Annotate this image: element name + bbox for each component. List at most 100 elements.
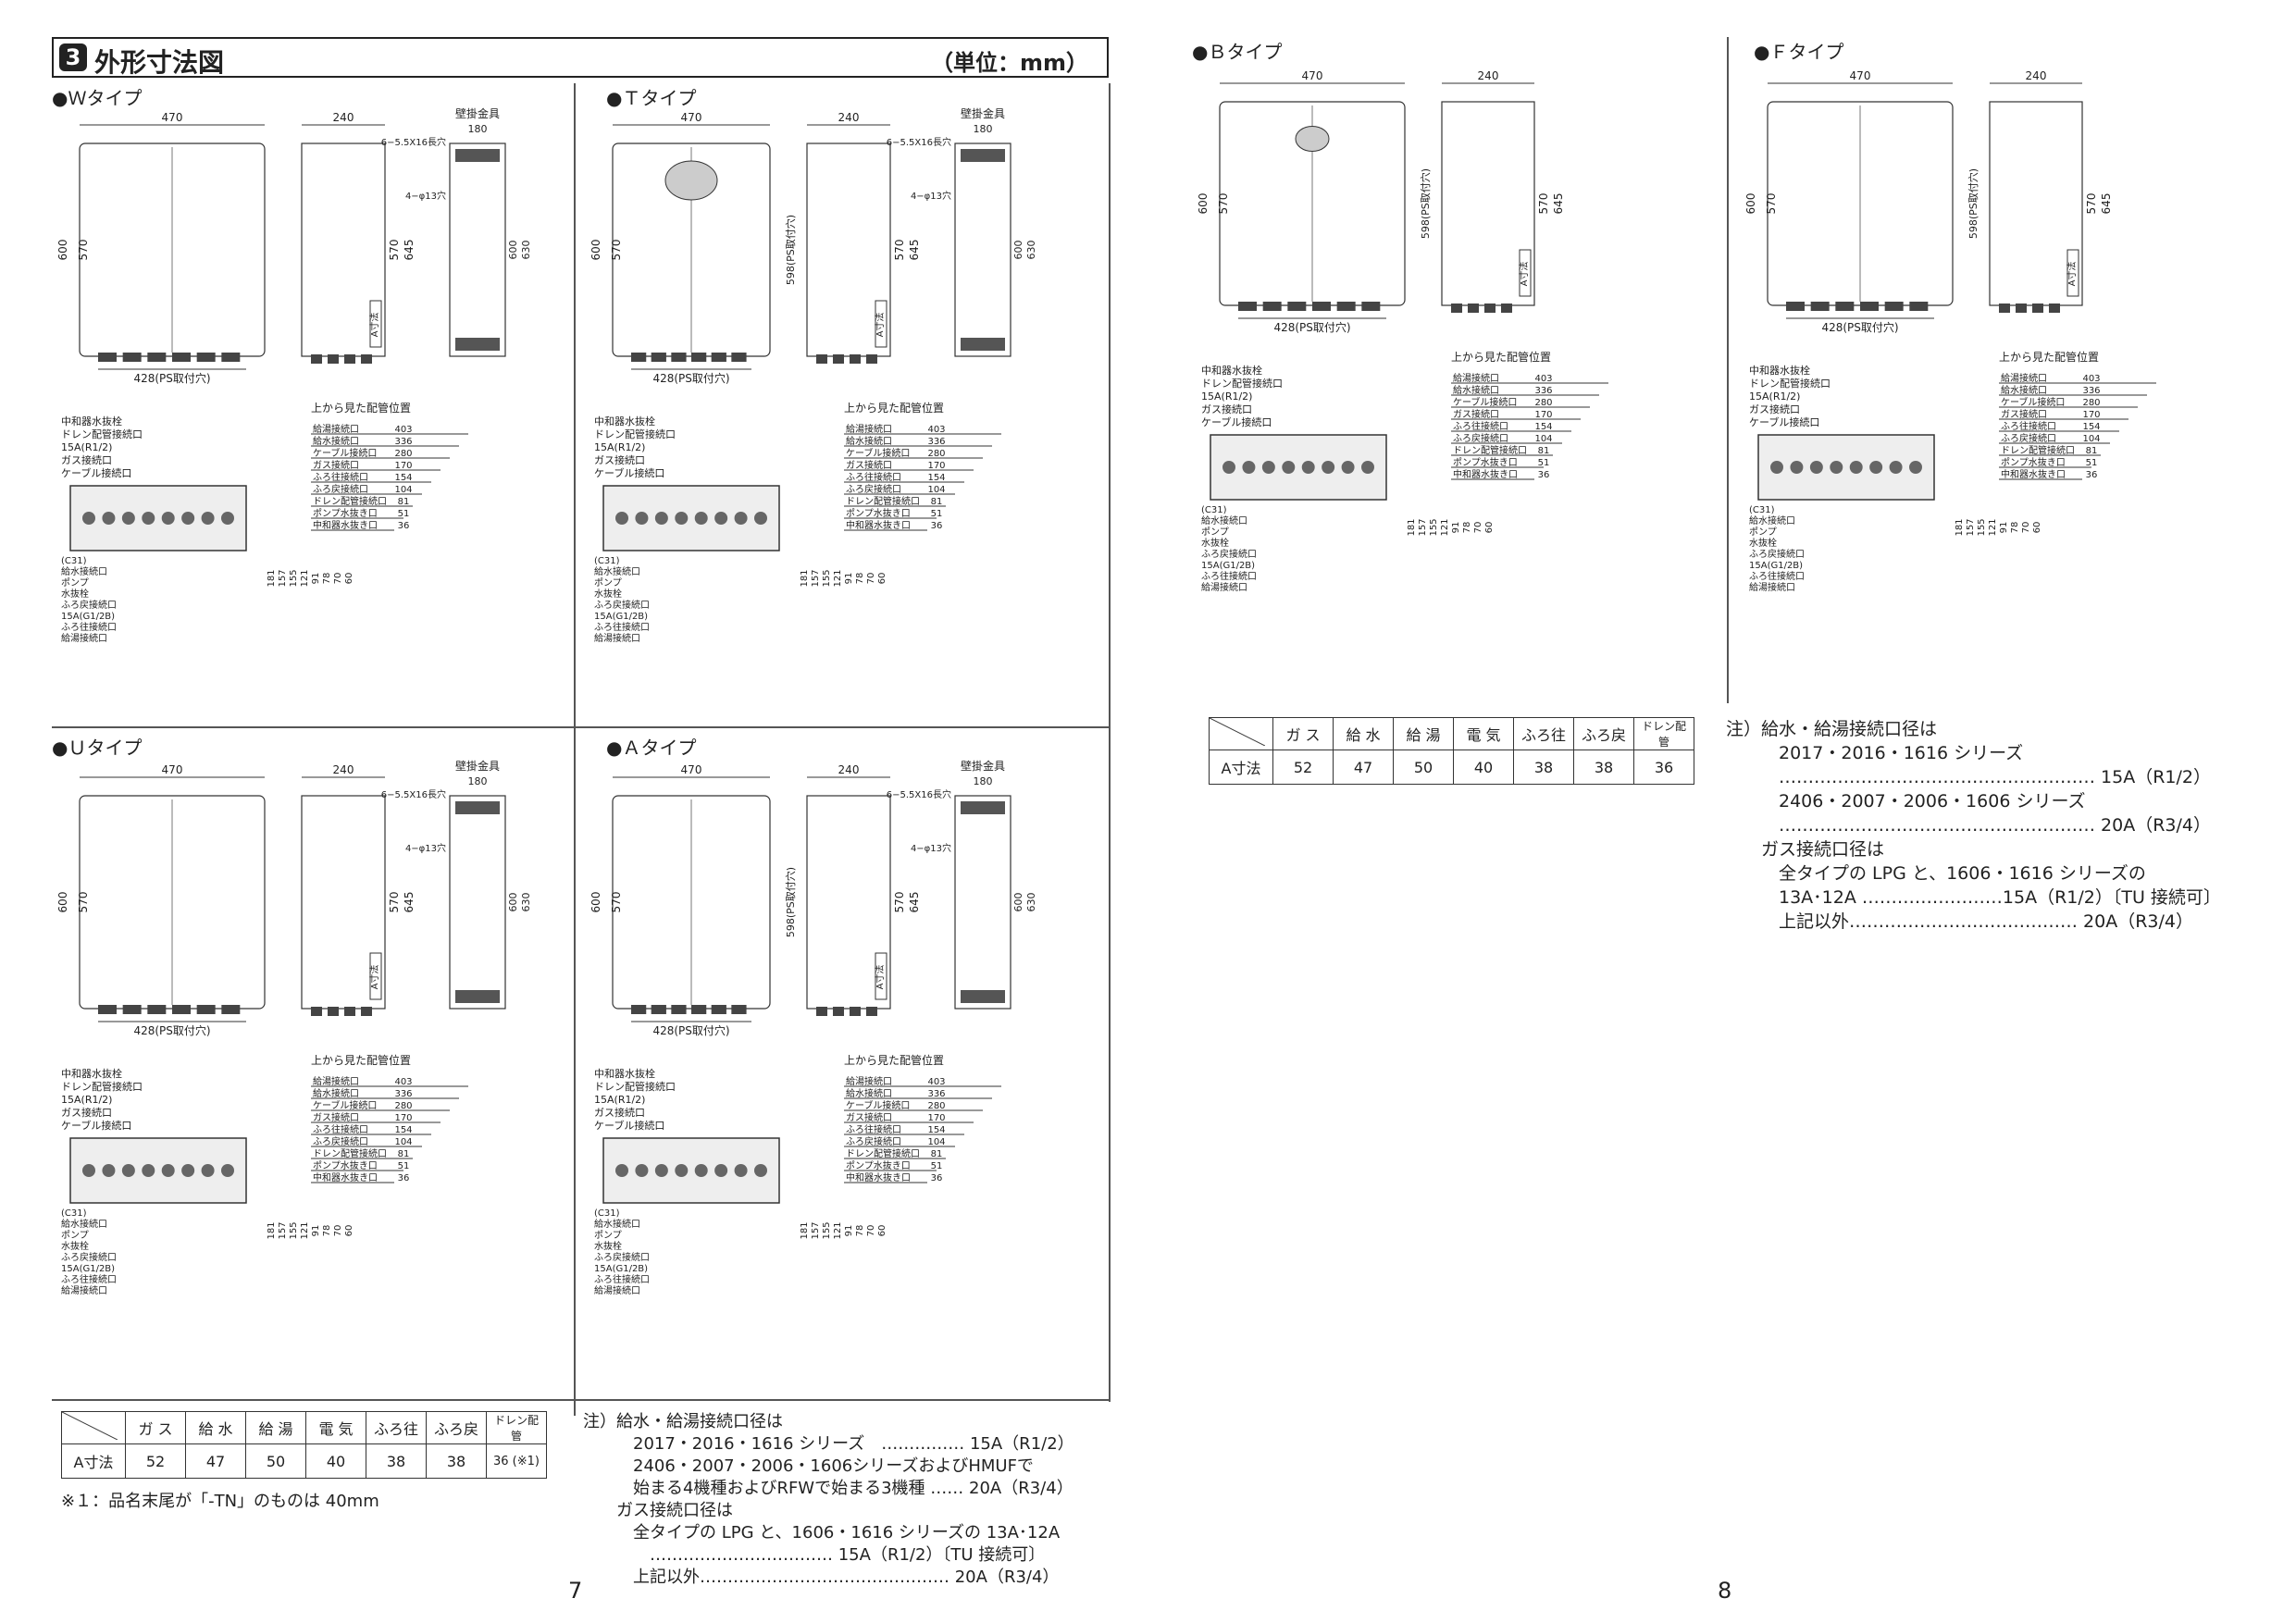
pipe-dim-label: ふろ往接続口 <box>846 471 901 483</box>
side-fitting <box>344 354 355 364</box>
pipe-dim-value: 280 <box>927 449 945 459</box>
bottom-fitting <box>122 353 142 362</box>
bottom-fitting <box>711 1005 726 1014</box>
divider-left-vertical <box>574 83 576 1416</box>
vertical-dim-value: 157 <box>1966 518 1976 536</box>
pipe-dim-value: 154 <box>1534 422 1552 432</box>
ps598-label: 598(PS取付穴) <box>784 867 797 937</box>
dim-side-total-label: 645 <box>908 892 921 913</box>
piping-label: 中和器水抜栓 <box>1201 364 1262 377</box>
piping-label: ふろ戻接続口 <box>1201 548 1257 560</box>
pipe-dim-value: 104 <box>927 485 945 495</box>
vertical-dim-value: 155 <box>289 1221 299 1239</box>
pipe-port-icon <box>654 1164 668 1177</box>
piping-label: ふろ戻接続口 <box>61 1251 117 1263</box>
pipe-dim-value: 170 <box>2082 410 2100 420</box>
pipe-dim-value: 104 <box>1534 434 1552 444</box>
bottom-fitting <box>196 353 216 362</box>
vertical-dim-value: 91 <box>844 1225 854 1237</box>
pipe-port-icon <box>1849 461 1863 474</box>
table-cell: 38 <box>1573 750 1634 785</box>
piping-label: ふろ戻接続口 <box>1749 548 1805 560</box>
bottom-fitting <box>1786 302 1805 311</box>
piping-label: ケーブル接続口 <box>1201 415 1272 428</box>
table-cell: 40 <box>305 1443 366 1479</box>
pipe-port-icon <box>1869 461 1883 474</box>
page-number-left: 7 <box>568 1578 583 1604</box>
piping-label: ケーブル接続口 <box>594 1119 664 1132</box>
side-fitting <box>344 1007 355 1016</box>
side-fitting <box>1999 304 2010 313</box>
side-fitting <box>311 354 322 364</box>
vertical-dim-value: 78 <box>1462 522 1472 534</box>
dim-height-label: 600 <box>1197 193 1210 215</box>
pipe-dim-value: 403 <box>394 425 412 435</box>
pipe-port-icon <box>675 512 689 525</box>
side-fitting <box>2032 304 2043 313</box>
vertical-dim-value: 70 <box>2021 522 2031 534</box>
pipe-dim-value: 51 <box>398 1161 410 1171</box>
pipe-dim-value: 81 <box>931 497 943 507</box>
side-fitting <box>2049 304 2060 313</box>
bracket-outline <box>449 795 506 1010</box>
bottom-fitting <box>1287 302 1307 311</box>
piping-label: (C31) <box>1749 505 1775 515</box>
bracket-hole-label: 4−φ13穴 <box>911 190 951 202</box>
vertical-dim-value: 60 <box>877 1225 887 1237</box>
top-view-title: 上から見た配管位置 <box>844 1053 944 1067</box>
pipe-dim-label: ポンプ水抜き口 <box>846 507 911 519</box>
vertical-dim-value: 70 <box>866 573 876 585</box>
side-fitting <box>361 354 372 364</box>
side-fitting <box>866 1007 877 1016</box>
type-label-b: ●Ｂタイプ <box>1192 41 1283 63</box>
pipe-port-icon <box>121 1164 135 1177</box>
pipe-dim-label: ケーブル接続口 <box>313 1099 377 1111</box>
pipe-port-icon <box>1341 461 1355 474</box>
a-dimension-box <box>369 952 382 1000</box>
piping-label: ふろ戻接続口 <box>594 599 650 611</box>
pipe-dim-value: 81 <box>2086 446 2098 456</box>
pipe-dim-label: ガス接続口 <box>313 459 359 471</box>
bottom-fitting <box>631 353 647 362</box>
table-header: ガ ス <box>125 1411 186 1444</box>
side-fitting <box>1468 304 1479 313</box>
dim-depth-label: 240 <box>1478 69 1499 82</box>
piping-label: 中和器水抜栓 <box>1749 364 1810 377</box>
piping-label: 15A(G1/2B) <box>61 1264 115 1274</box>
piping-label: ふろ往接続口 <box>594 621 650 633</box>
a-dimension-label: A寸法 <box>2066 262 2078 287</box>
bottom-fitting <box>122 1005 142 1014</box>
vertical-dim-value: 78 <box>322 573 332 585</box>
pipe-dim-label: ガス接続口 <box>2001 408 2047 420</box>
dim-height-label: 600 <box>590 892 602 913</box>
section-header: 3 外形寸法図 （単位：mm） <box>52 37 1109 78</box>
divider-right-vertical <box>1727 37 1729 703</box>
bracket-hole-label: 4−φ13穴 <box>405 842 446 854</box>
bottom-fitting <box>1884 302 1904 311</box>
pipe-dim-label: 給湯接続口 <box>313 423 359 435</box>
piping-label: ケーブル接続口 <box>594 466 664 479</box>
dim-side-height-label: 570 <box>2085 193 2098 215</box>
pipe-dim-label: ふろ戻接続口 <box>2001 432 2056 444</box>
vertical-dim-value: 91 <box>311 573 321 585</box>
dim-side-total-label: 645 <box>2100 193 2113 215</box>
pipe-dim-label: ケーブル接続口 <box>2001 396 2065 408</box>
vertical-dim-value: 181 <box>267 569 277 587</box>
piping-unit-outline <box>1210 434 1387 501</box>
vertical-dim-value: 181 <box>800 1221 810 1239</box>
dim-width-label: 470 <box>162 763 183 776</box>
pipe-port-icon <box>1282 461 1296 474</box>
table-header-row: ガ ス 給 水 給 湯 電 気 ふろ往 ふろ戻 ドレン配管 <box>1209 717 1694 750</box>
piping-label: 給湯接続口 <box>594 1284 640 1296</box>
pipe-dim-label: ドレン配管接続口 <box>846 1147 920 1159</box>
pipe-port-icon <box>694 1164 708 1177</box>
pipe-dim-label: ガス接続口 <box>846 459 892 471</box>
bottom-fitting <box>221 353 241 362</box>
pipe-dim-value: 403 <box>2082 374 2100 384</box>
pipe-dim-value: 170 <box>927 1113 945 1123</box>
bracket-height-label: 600 <box>507 241 519 260</box>
bracket-top <box>455 801 500 814</box>
pipe-dim-value: 104 <box>394 1137 412 1147</box>
vertical-dim-value: 155 <box>822 569 832 587</box>
